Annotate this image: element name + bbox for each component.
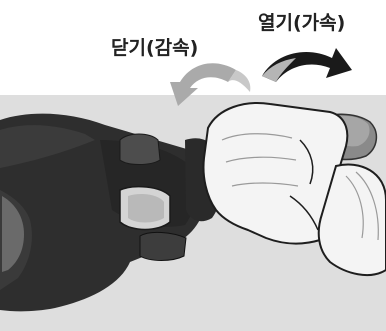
close-arrow-icon — [170, 63, 250, 106]
open-arrow-icon — [262, 48, 352, 82]
close-decelerate-label: 닫기(감속) — [111, 33, 198, 60]
open-accelerate-label: 열기(가속) — [258, 8, 345, 35]
handlebar-housing — [0, 114, 207, 312]
